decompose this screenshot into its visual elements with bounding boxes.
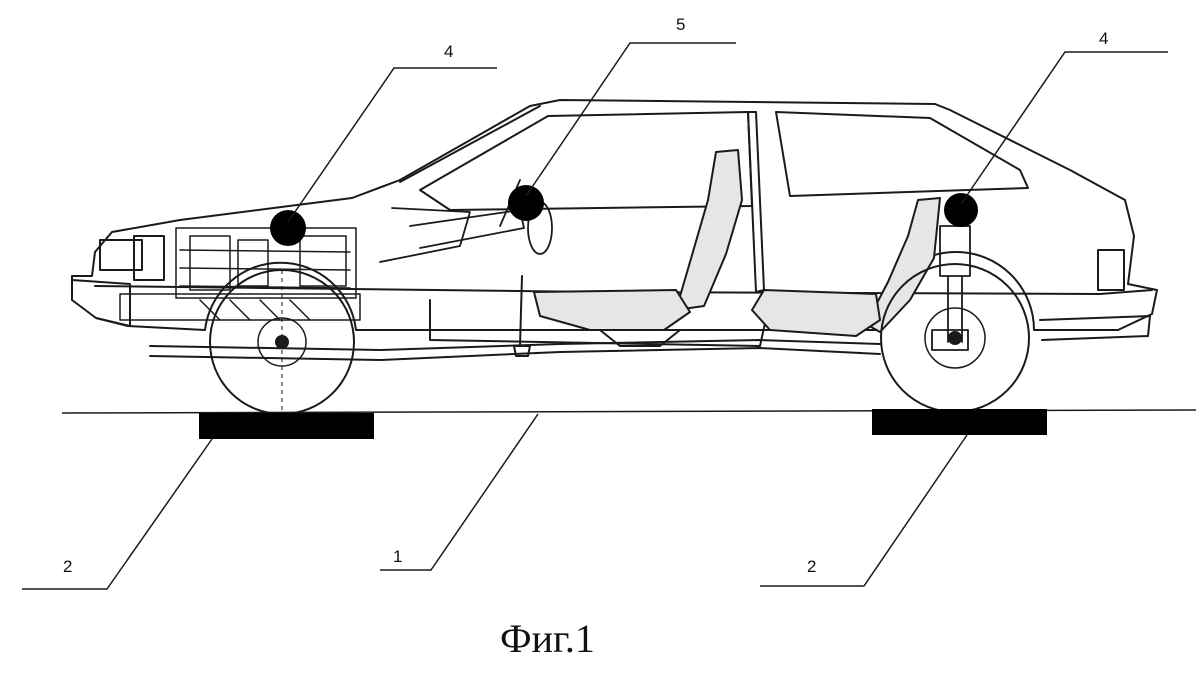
front-bumper xyxy=(71,279,131,327)
label-steering-sensor: 5 xyxy=(676,15,685,34)
leader-steering-sensor xyxy=(525,42,736,197)
steering-sensor-marker xyxy=(508,185,544,221)
leader-sensor-rear xyxy=(960,51,1168,205)
label-platform-rear: 2 xyxy=(807,557,816,576)
front-side-window xyxy=(419,111,753,211)
rear-bumper xyxy=(1039,315,1151,341)
label-sensor-front: 4 xyxy=(444,42,453,61)
rear-side-window xyxy=(775,111,1029,197)
engine-compartment xyxy=(119,227,361,321)
platform-front xyxy=(199,413,374,439)
radiator xyxy=(133,235,165,281)
chassis-floor xyxy=(149,347,881,361)
platform-rear xyxy=(872,409,1047,435)
figure-caption: Фиг.1 xyxy=(500,616,595,661)
front-seat xyxy=(533,149,743,347)
rear-wheel xyxy=(880,263,1030,413)
leader-lines xyxy=(22,42,1168,590)
label-platform-front: 2 xyxy=(63,557,72,576)
leader-platform-rear xyxy=(760,434,968,587)
leader-sensor-front xyxy=(287,67,497,223)
label-body: 1 xyxy=(393,547,402,566)
label-sensor-rear: 4 xyxy=(1099,29,1108,48)
chassis-floor-lower xyxy=(149,339,881,351)
sensor-rear-marker xyxy=(944,193,978,227)
rear-strut xyxy=(931,225,971,351)
b-pillar xyxy=(747,111,765,293)
windshield-pillar xyxy=(399,105,541,183)
car-cutaway-drawing xyxy=(71,99,1158,361)
leader-platform-front xyxy=(22,438,213,590)
tail-light xyxy=(1097,249,1125,291)
gear-lever xyxy=(513,275,531,357)
headlight xyxy=(99,239,143,271)
sensor-front-marker xyxy=(270,210,306,246)
front-wheel xyxy=(209,269,355,415)
rear-seat xyxy=(751,197,941,337)
leader-body xyxy=(380,413,539,571)
